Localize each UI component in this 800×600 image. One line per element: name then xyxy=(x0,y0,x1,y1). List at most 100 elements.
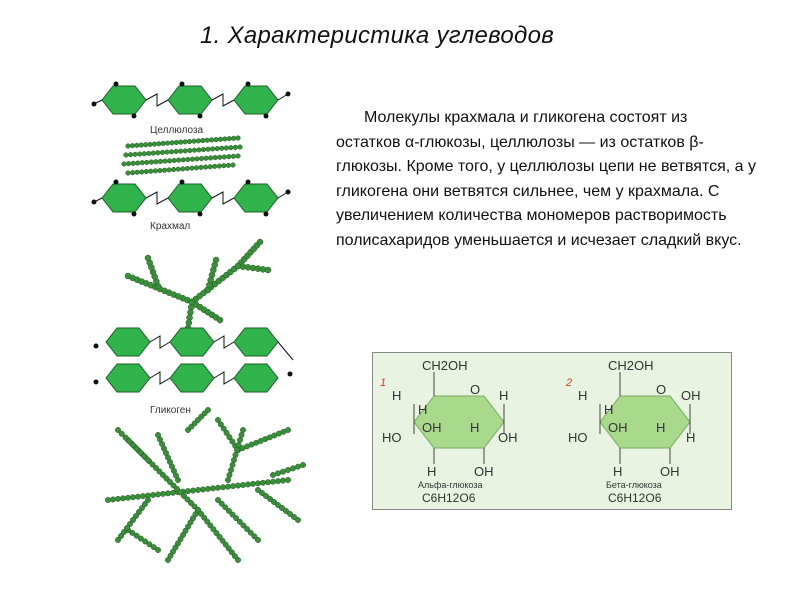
cellulose-atom xyxy=(179,81,185,87)
cellulose-bead xyxy=(180,166,186,172)
glycogen-bead xyxy=(223,429,230,436)
beta-ring-oxygen: O xyxy=(656,382,666,397)
starch-chain xyxy=(91,179,291,217)
starch-atom xyxy=(179,179,185,185)
glycogen-unit xyxy=(169,327,215,357)
glycogen-bead xyxy=(271,499,277,505)
cellulose-bead xyxy=(173,139,179,146)
starch-bead xyxy=(264,266,272,274)
glycogen-bead xyxy=(255,480,261,487)
glycogen-bead xyxy=(263,493,269,499)
cellulose-bead xyxy=(193,165,200,171)
glycogen-bead xyxy=(124,525,130,531)
glycogen-unit xyxy=(169,363,215,393)
glycogen-bond xyxy=(213,335,235,349)
cellulose-bead xyxy=(231,135,237,141)
cellulose-atom xyxy=(263,113,269,119)
glycogen-bead xyxy=(280,468,286,475)
cellulose-bead xyxy=(200,138,206,144)
starch-bond xyxy=(93,197,103,203)
glycogen-label: Гликоген xyxy=(150,405,191,416)
alpha-h-bottom-right: H xyxy=(470,420,479,435)
glycogen-bead xyxy=(283,508,289,514)
glycogen-bead xyxy=(127,521,133,527)
starch-bond xyxy=(145,191,169,205)
cellulose-bead xyxy=(182,139,188,145)
glycogen-bead xyxy=(231,457,237,463)
glycogen-bead xyxy=(137,449,144,456)
starch-branches xyxy=(124,238,272,332)
description-paragraph: Молекулы крахмала и гликогена состоят из… xyxy=(336,109,757,249)
glycogen-bead xyxy=(247,529,254,536)
beta-h-inner: H xyxy=(604,402,613,417)
cellulose-bead xyxy=(209,137,215,143)
cellulose-bead xyxy=(152,168,158,174)
cellulose-bead xyxy=(221,163,227,169)
starch-atom xyxy=(245,179,251,185)
beta-oh-right-top: OH xyxy=(681,388,701,403)
glycogen-bead xyxy=(236,518,243,525)
starch-bead xyxy=(212,256,220,264)
cellulose-bead xyxy=(157,168,163,174)
alpha-formula: C6H12O6 xyxy=(422,491,476,505)
cellulose-bead xyxy=(228,145,234,151)
cellulose-bead xyxy=(217,136,223,142)
glycogen-bead xyxy=(133,445,140,452)
glycogen-bead xyxy=(139,505,145,511)
cellulose-bead xyxy=(185,156,191,163)
glycogen-bead xyxy=(191,503,198,510)
glycogen-bead xyxy=(160,472,166,478)
glycogen-bead xyxy=(130,442,136,448)
cellulose-bead xyxy=(195,138,201,144)
starch-bead xyxy=(144,254,152,262)
cellulose-bead xyxy=(221,154,227,160)
cellulose-bead xyxy=(226,136,232,142)
glycogen-bead xyxy=(195,507,201,513)
glycogen-bead xyxy=(160,490,166,497)
glycogen-bead xyxy=(170,482,177,489)
glycogen-bead xyxy=(142,501,148,507)
cellulose-bead xyxy=(200,147,207,153)
cellulose-bead xyxy=(184,165,190,172)
glycogen-bead xyxy=(177,489,184,496)
cellulose-bead xyxy=(173,148,179,155)
glycogen-bead xyxy=(205,485,211,492)
glycogen-bead xyxy=(213,530,220,537)
glycogen-bead xyxy=(207,522,214,529)
cellulose-bead xyxy=(194,156,200,162)
cellulose-bead xyxy=(198,164,204,170)
starch-bond xyxy=(211,191,235,205)
glycogen-bead xyxy=(135,493,141,500)
glycogen-bead xyxy=(185,488,191,495)
glycogen-bead xyxy=(130,494,136,501)
cellulose-bead xyxy=(212,155,218,161)
cellulose-bead xyxy=(146,150,152,156)
glycogen-bead xyxy=(220,425,227,432)
glycogen-unit xyxy=(233,327,279,357)
glycogen-bead xyxy=(251,533,258,540)
alpha-ho-left: HO xyxy=(382,430,402,445)
glycogen-bead xyxy=(238,432,245,438)
glycogen-bead xyxy=(105,497,111,503)
cellulose-bead xyxy=(139,160,145,166)
glycogen-bead xyxy=(149,461,156,468)
cellulose-bead xyxy=(147,141,153,147)
glycogen-bead xyxy=(240,482,246,488)
glycogen-end xyxy=(93,379,99,385)
alpha-glucose-formula: 1 CH2OH O H H H HO OH H OH H OH Альфа-гл… xyxy=(380,358,518,505)
cellulose-unit xyxy=(167,85,213,115)
glycogen-bead xyxy=(285,427,291,433)
cellulose-bead xyxy=(203,164,209,170)
cellulose-bead xyxy=(191,147,197,153)
glycogen-bead xyxy=(218,500,225,507)
glycogen-bead xyxy=(240,427,246,433)
glycogen-bead xyxy=(137,535,144,542)
cellulose-bead xyxy=(169,140,175,146)
glycogen-bead xyxy=(231,553,238,560)
glucose-formulas-panel: 1 CH2OH O H H H HO OH H OH H OH Альфа-гл… xyxy=(372,352,732,510)
glycogen-bead xyxy=(129,529,136,536)
cellulose-bead xyxy=(128,152,134,158)
cellulose-bead xyxy=(151,141,157,147)
cellulose-bead xyxy=(138,142,144,148)
glycogen-bead xyxy=(215,497,221,503)
